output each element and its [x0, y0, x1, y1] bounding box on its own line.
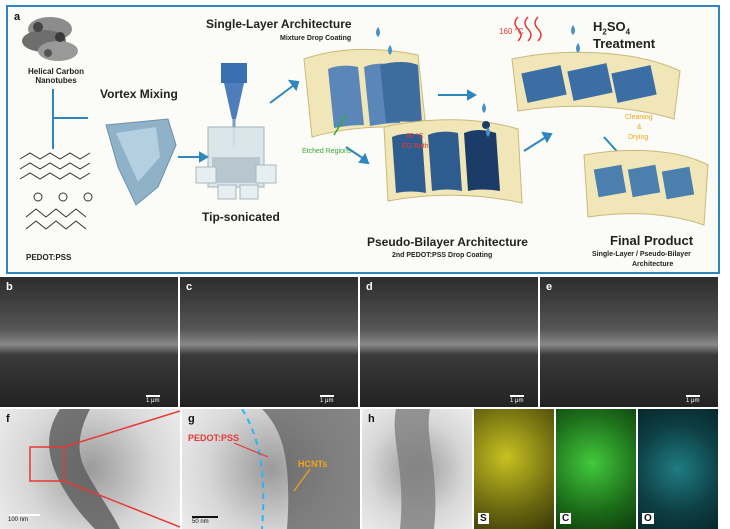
- sem-panel-b: b 1 μm: [0, 277, 178, 407]
- scale-bar-label: 100 nm: [8, 517, 29, 523]
- branch-connector: [52, 89, 88, 149]
- scale-bar-label: 1 μm: [686, 398, 700, 404]
- amp-label: &: [637, 124, 642, 131]
- final-product-film: [583, 149, 709, 226]
- tip-sonicated-label: Tip-sonicated: [202, 210, 280, 224]
- sonicator-illustration: [195, 63, 277, 200]
- sem-panel-e: e 1 μm: [540, 277, 718, 407]
- mixture-drop-label: Mixture Drop Coating: [280, 35, 352, 42]
- panel-e-label: e: [546, 281, 553, 293]
- sem-panel-c: c 1 μm: [180, 277, 358, 407]
- schematic-panel: a: [6, 5, 720, 274]
- helical-cnt-label: Helical Carbon Nanotubes: [27, 67, 84, 85]
- droplets: [376, 25, 580, 137]
- sem-panel-d: d 1 μm: [360, 277, 538, 407]
- hcnt-annotation: HCNTs: [298, 459, 328, 469]
- final-product-title: Final Product: [610, 233, 694, 248]
- eds-map-carbon: C: [556, 409, 636, 529]
- acid-treatment-film: [511, 16, 681, 120]
- temp-160-label: 160 °C: [499, 27, 524, 36]
- eg-bath-label: EG Bath: [402, 143, 429, 150]
- scale-bar-label: 1 μm: [320, 398, 334, 404]
- schematic-graphics: [19, 16, 709, 230]
- eds-label-c: C: [560, 513, 572, 524]
- vortex-mixing-label: Vortex Mixing: [100, 87, 178, 101]
- panel-a-label: a: [14, 11, 21, 23]
- pseudo-bilayer-film: [383, 119, 523, 204]
- cleaning-label: Cleaning: [625, 114, 653, 121]
- eds-label-o: O: [642, 513, 654, 524]
- interface-dashed-line: [241, 409, 265, 529]
- scale-bar: [510, 395, 524, 397]
- pseudo-bilayer-title: Pseudo-Bilayer Architecture: [367, 235, 528, 249]
- final-product-sub1: Single-Layer / Pseudo-Bilayer: [592, 251, 691, 258]
- helical-cnt-illustration: [22, 17, 78, 61]
- eds-map-sulfur: S: [474, 409, 554, 529]
- zoom-box: [29, 446, 65, 482]
- panel-c-label: c: [186, 281, 193, 293]
- tem-panel-f: f 100 nm: [0, 409, 180, 529]
- drying-label: Drying: [628, 134, 649, 141]
- tem-panel-g: g PEDOT:PSS HCNTs 50 nm: [182, 409, 360, 529]
- panel-h-label: h: [368, 413, 375, 425]
- single-layer-film: [303, 48, 427, 138]
- scale-bar: [320, 395, 334, 397]
- panel-b-label: b: [6, 281, 13, 293]
- scale-bar-label: 1 μm: [146, 398, 160, 404]
- etched-regions-label: Etched Regions: [302, 148, 352, 155]
- panel-f-label: f: [6, 413, 10, 425]
- eds-map-oxygen: O: [638, 409, 718, 529]
- pedot-label: PEDOT:PSS: [26, 253, 72, 262]
- treatment-label: Treatment: [593, 36, 656, 51]
- eds-label-s: S: [478, 513, 489, 524]
- panel-g-label: g: [188, 413, 195, 425]
- scale-bar-label: 50 nm: [192, 519, 209, 525]
- h2so4-label: H2SO4: [593, 19, 631, 37]
- pedot-annotation: PEDOT:PSS: [188, 433, 240, 443]
- second-coating-label: 2nd PEDOT:PSS Drop Coating: [392, 252, 493, 259]
- panel-d-label: d: [366, 281, 373, 293]
- scale-bar: [146, 395, 160, 397]
- tem-panel-h: h: [362, 409, 472, 529]
- pedot-molecule: [19, 152, 93, 230]
- scale-bar: [686, 395, 700, 397]
- single-layer-title: Single-Layer Architecture: [206, 17, 352, 31]
- final-product-sub2: Architecture: [632, 261, 674, 268]
- eg-bath-temp: 60 °C: [406, 133, 424, 140]
- scale-bar-label: 1 μm: [510, 398, 524, 404]
